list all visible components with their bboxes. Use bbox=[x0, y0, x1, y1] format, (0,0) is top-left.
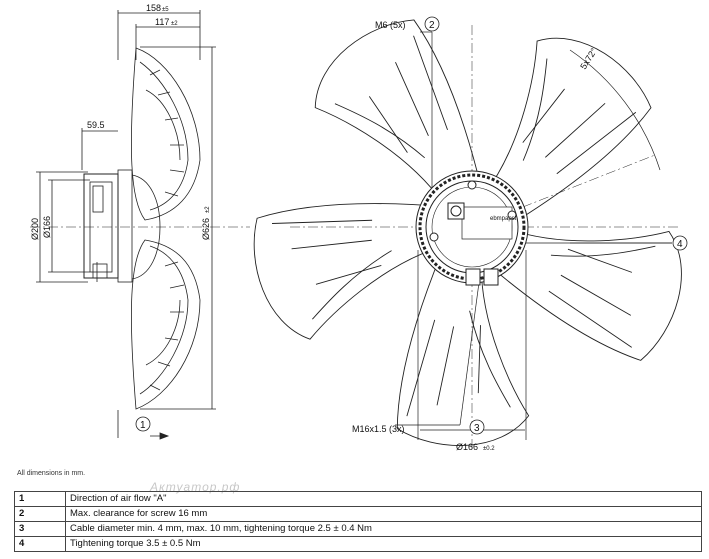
legend-text: Cable diameter min. 4 mm, max. 10 mm, ti… bbox=[65, 521, 702, 537]
legend-row: 1 Direction of air flow "A" bbox=[14, 491, 702, 507]
side-view-labels: 158 ±5 117 ±2 59.5 Ø200 Ø166 Ø626 ±2 1 bbox=[30, 3, 211, 432]
legend-text: Tightening torque 3.5 ± 0.5 Nm bbox=[65, 536, 702, 552]
legend-table: 1 Direction of air flow "A" 2 Max. clear… bbox=[14, 491, 702, 552]
side-view bbox=[30, 10, 250, 440]
brand-label: ebmpapst bbox=[490, 216, 517, 222]
units-note: All dimensions in mm. bbox=[17, 470, 86, 477]
legend-text: Direction of air flow "A" bbox=[65, 491, 702, 507]
callout-3-circle bbox=[469, 419, 485, 435]
legend-num: 1 bbox=[14, 491, 66, 507]
callout-1-circle bbox=[135, 416, 151, 432]
legend-row: 3 Cable diameter min. 4 mm, max. 10 mm, … bbox=[14, 521, 702, 537]
callout-1: 1 bbox=[140, 420, 146, 431]
legend-num: 2 bbox=[14, 506, 66, 522]
dim-dia-626-tol: ±2 bbox=[205, 206, 211, 213]
legend-row: 2 Max. clearance for screw 16 mm bbox=[14, 506, 702, 522]
watermark: Актуатор.рф bbox=[150, 480, 241, 494]
dim-158-tol: ±5 bbox=[162, 7, 169, 13]
dim-59-5: 59.5 bbox=[87, 120, 105, 130]
legend-text: Max. clearance for screw 16 mm bbox=[65, 506, 702, 522]
dim-dia-626: Ø626 bbox=[201, 218, 211, 240]
dim-158: 158 bbox=[146, 3, 161, 13]
dim-117-tol: ±2 bbox=[171, 21, 178, 27]
dim-dia-166: Ø166 bbox=[42, 216, 52, 238]
legend-row: 4 Tightening torque 3.5 ± 0.5 Nm bbox=[14, 536, 702, 552]
callout-2: 2 bbox=[429, 20, 435, 31]
dim-m16: M16x1.5 (3x) bbox=[352, 424, 405, 434]
dim-dia-200: Ø200 bbox=[30, 218, 40, 240]
front-view: ebmpapst M6 (5x) 5x72° M16x1.5 (3x) Ø166… bbox=[253, 16, 688, 452]
callout-2-circle bbox=[424, 16, 440, 32]
callout-3: 3 bbox=[474, 423, 480, 434]
callout-4: 4 bbox=[677, 239, 683, 250]
dim-dia-166-tol: ±0.2 bbox=[483, 446, 495, 452]
dim-117: 117 bbox=[155, 17, 169, 27]
technical-drawing: 158 ±5 117 ±2 59.5 Ø200 Ø166 Ø626 ±2 1 bbox=[30, 3, 688, 452]
legend-num: 4 bbox=[14, 536, 66, 552]
dim-dia-166-front: Ø166 bbox=[456, 442, 478, 452]
legend-num: 3 bbox=[14, 521, 66, 537]
dim-m6: M6 (5x) bbox=[375, 20, 406, 30]
callout-4-circle bbox=[672, 235, 688, 251]
